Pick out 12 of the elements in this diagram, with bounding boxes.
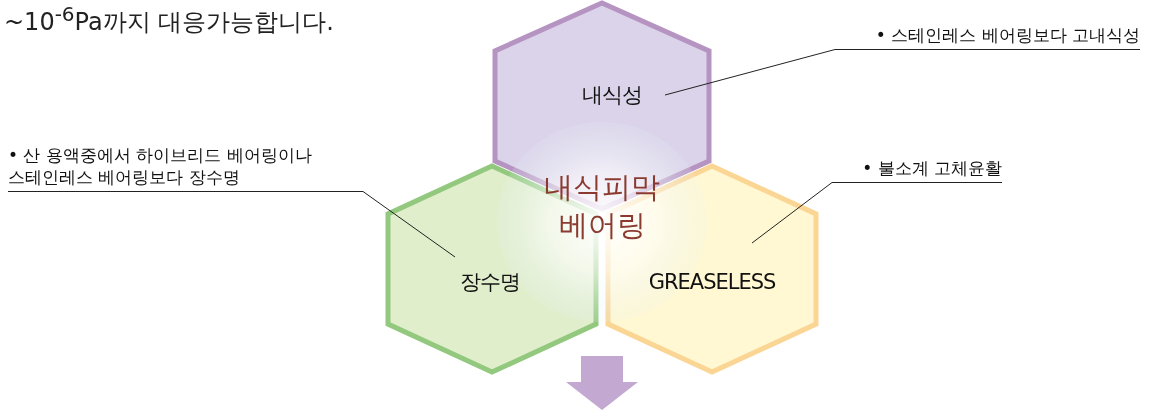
note-text: ~10$^{-6}$Pa까지 대응가능합니다. bbox=[4, 2, 334, 38]
leader-line bbox=[362, 191, 456, 258]
callout-text: • 불소계 고체윤활 bbox=[832, 157, 1002, 183]
hexagon-label: 장수명 bbox=[460, 269, 520, 296]
callout-text: • 산 용액중에서 하이브리드 베어링이나 스테인레스 베어링보다 장수명 bbox=[8, 144, 363, 192]
center-title: 내식피막 베어링 bbox=[543, 169, 661, 244]
leader-line bbox=[664, 49, 836, 96]
block-arrow bbox=[566, 356, 638, 410]
callout-text: • 스테인레스 베어링보다 고내식성 bbox=[835, 24, 1140, 50]
hexagon-label: 내식성 bbox=[582, 82, 642, 109]
leader-line bbox=[751, 182, 833, 244]
hexagon-label: GREASELESS bbox=[648, 270, 776, 294]
